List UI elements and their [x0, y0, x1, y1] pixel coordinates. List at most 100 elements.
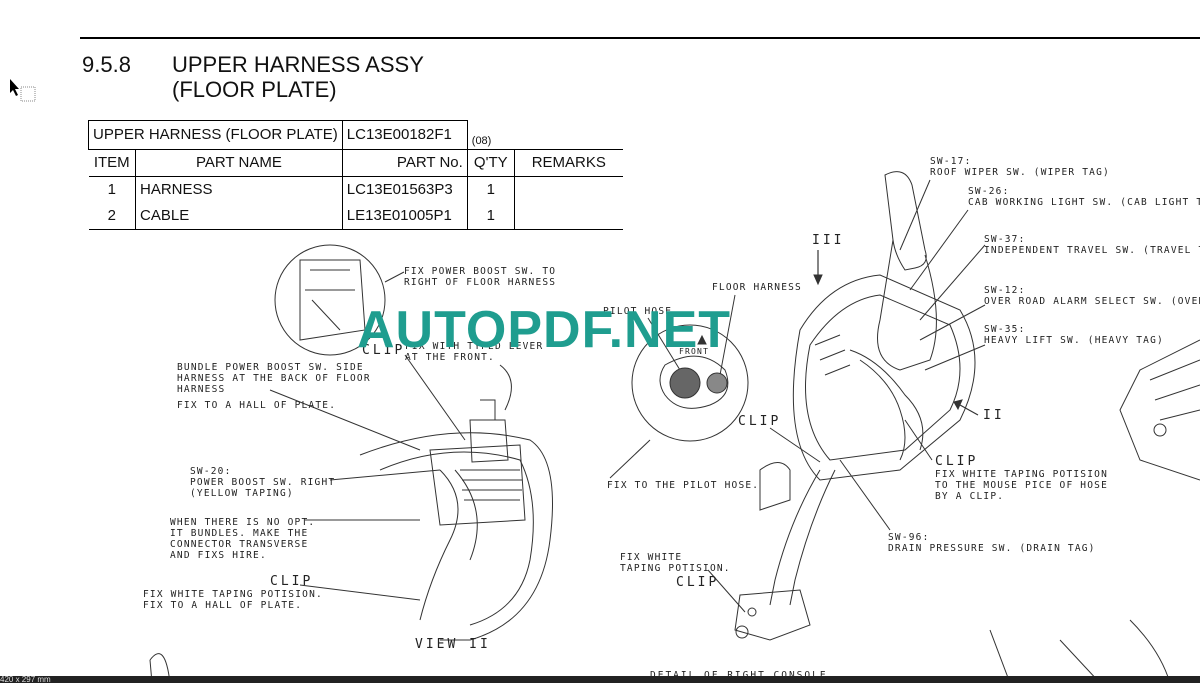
harness-wires: [460, 469, 522, 501]
note-sw20: SW-20: POWER BOOST SW. RIGHT (YELLOW TAP…: [190, 466, 336, 499]
note-when-no-opt: WHEN THERE IS NO OPT. IT BUNDLES. MAKE T…: [170, 517, 316, 561]
header-rule: [80, 37, 1200, 39]
label-clip: CLIP: [362, 343, 406, 358]
edge-bolt: [1153, 423, 1167, 437]
note-fix-hall: FIX TO A HALL OF PLATE.: [177, 400, 337, 411]
revision-mark: (08): [471, 134, 492, 147]
leader-line: [919, 244, 986, 321]
fitting: [735, 625, 749, 639]
note-fix-with-lever: FIX WITH TYPED LEVER AT THE FRONT.: [405, 341, 544, 363]
bracket: [759, 462, 791, 511]
note-sw17: SW-17: ROOF WIPER SW. (WIPER TAG): [930, 156, 1110, 178]
note-bundle: BUNDLE POWER BOOST SW. SIDE HARNESS AT T…: [177, 362, 371, 395]
pilot-hose-section: [669, 367, 701, 399]
leader-line: [909, 209, 969, 291]
connector-block: [469, 399, 509, 463]
note-sw26: SW-26: CAB WORKING LIGHT SW. (CAB LIGHT …: [968, 186, 1200, 208]
label-view-arrow-iii: III: [812, 233, 845, 248]
label-view-ii: VIEW II: [415, 637, 491, 652]
note-sw35: SW-35: HEAVY LIFT SW. (HEAVY TAG): [984, 324, 1164, 346]
table-header-row: ITEM PART NAME PART No. Q'TY REMARKS: [88, 148, 623, 177]
note-fix-power-boost: FIX POWER BOOST SW. TO RIGHT OF FLOOR HA…: [404, 266, 557, 288]
section-title-line2: (FLOOR PLATE): [172, 77, 337, 102]
note-fix-pilot: FIX TO THE PILOT HOSE.: [607, 480, 760, 491]
left-console-outline: [359, 432, 553, 641]
edge-assembly-detail: [1149, 359, 1200, 421]
harness-section: [706, 372, 728, 394]
leader-line: [647, 317, 681, 371]
joystick-grip: [884, 171, 927, 271]
leader-line: [719, 294, 736, 376]
left-console-inner: [379, 451, 534, 626]
row-part-no: LE13E01005P1: [341, 202, 468, 230]
label-clip: CLIP: [270, 574, 314, 589]
row-item: 1: [107, 181, 116, 198]
row-remarks: [513, 176, 623, 203]
drain-switch-block: [734, 589, 811, 641]
row-qty: 1: [466, 202, 515, 230]
section-title-line1: UPPER HARNESS ASSY: [172, 52, 424, 77]
view-arrow-head: [953, 399, 963, 411]
hose-pipe: [769, 469, 836, 606]
fitting: [747, 607, 757, 617]
assembly-row: UPPER HARNESS (FLOOR PLATE) LC13E00182F1…: [88, 120, 623, 150]
leader-line: [924, 344, 986, 371]
assembly-name: UPPER HARNESS (FLOOR PLATE): [88, 120, 343, 150]
col-item-header: ITEM: [88, 148, 136, 177]
harness-routing: [859, 359, 906, 461]
label-clip: CLIP: [935, 454, 979, 469]
leader-line: [904, 419, 933, 461]
label-front: FRONT: [679, 347, 710, 356]
leader-line: [299, 584, 421, 601]
row-qty: 1: [466, 176, 515, 203]
detail-circle: [274, 244, 386, 356]
harness-routing: [849, 349, 924, 451]
row-part-name: CABLE: [135, 202, 343, 230]
page-size-indicator: 420 x 297 mm: [0, 676, 51, 683]
console-switches: [814, 334, 851, 376]
label-clip: CLIP: [676, 575, 720, 590]
pilot-hose-circle: [631, 324, 749, 442]
leader-line: [919, 304, 986, 341]
leader-line: [384, 271, 405, 283]
leader-line: [404, 354, 466, 441]
note-sw12: SW-12: OVER ROAD ALARM SELECT SW. (OVER: [984, 285, 1200, 307]
note-fix-white-1: FIX WHITE TAPING POTISION. FIX TO A HALL…: [143, 589, 323, 611]
label-pilot-hose: PILOT HOSE: [603, 306, 673, 317]
view-arrow-head: [813, 274, 823, 286]
watermark: AUTOPDF.NET: [357, 301, 732, 359]
col-remarks-header: REMARKS: [513, 148, 623, 177]
note-sw96: SW-96: DRAIN PRESSURE SW. (DRAIN TAG): [888, 532, 1096, 554]
col-part-no-header: PART No.: [341, 148, 468, 177]
label-detail: DETAIL OF RIGHT CONSOLE: [650, 670, 828, 681]
col-qty-header: Q'TY: [466, 148, 515, 177]
note-fix-white-2: FIX WHITE TAPING POTISION.: [620, 552, 731, 574]
edge-assembly: [1119, 339, 1200, 481]
table-row: 1 HARNESS LC13E01563P3 1: [89, 176, 623, 203]
console-body: [792, 274, 976, 481]
leader-line: [609, 439, 651, 479]
section-title: UPPER HARNESS ASSY (FLOOR PLATE): [172, 52, 424, 102]
section-number: 9.5.8: [82, 52, 131, 77]
switch-block: [429, 444, 526, 526]
front-arrow-head: [697, 334, 707, 345]
label-clip: CLIP: [738, 414, 782, 429]
hose-section-outline: [659, 355, 729, 409]
viewer-status-bar: [0, 676, 1200, 683]
view-arrow-line: [959, 404, 979, 416]
detail-circle-part: [299, 259, 366, 341]
leader-line: [769, 427, 821, 463]
leader-line: [839, 459, 891, 531]
mouse-cursor-icon: [10, 79, 36, 102]
row-part-name: HARNESS: [135, 176, 343, 203]
bottom-parts: [989, 619, 1171, 683]
note-fix-white-3: FIX WHITE TAPING POTISION TO THE MOUSE P…: [935, 469, 1108, 502]
row-remarks: [513, 202, 623, 230]
table-row: 2 CABLE LE13E01005P1 1: [88, 202, 623, 230]
label-view-arrow-ii: II: [983, 408, 1005, 423]
leader-line: [329, 469, 441, 481]
leader-line: [899, 179, 931, 251]
lever-curve: [499, 364, 512, 411]
leader-line: [707, 569, 746, 613]
